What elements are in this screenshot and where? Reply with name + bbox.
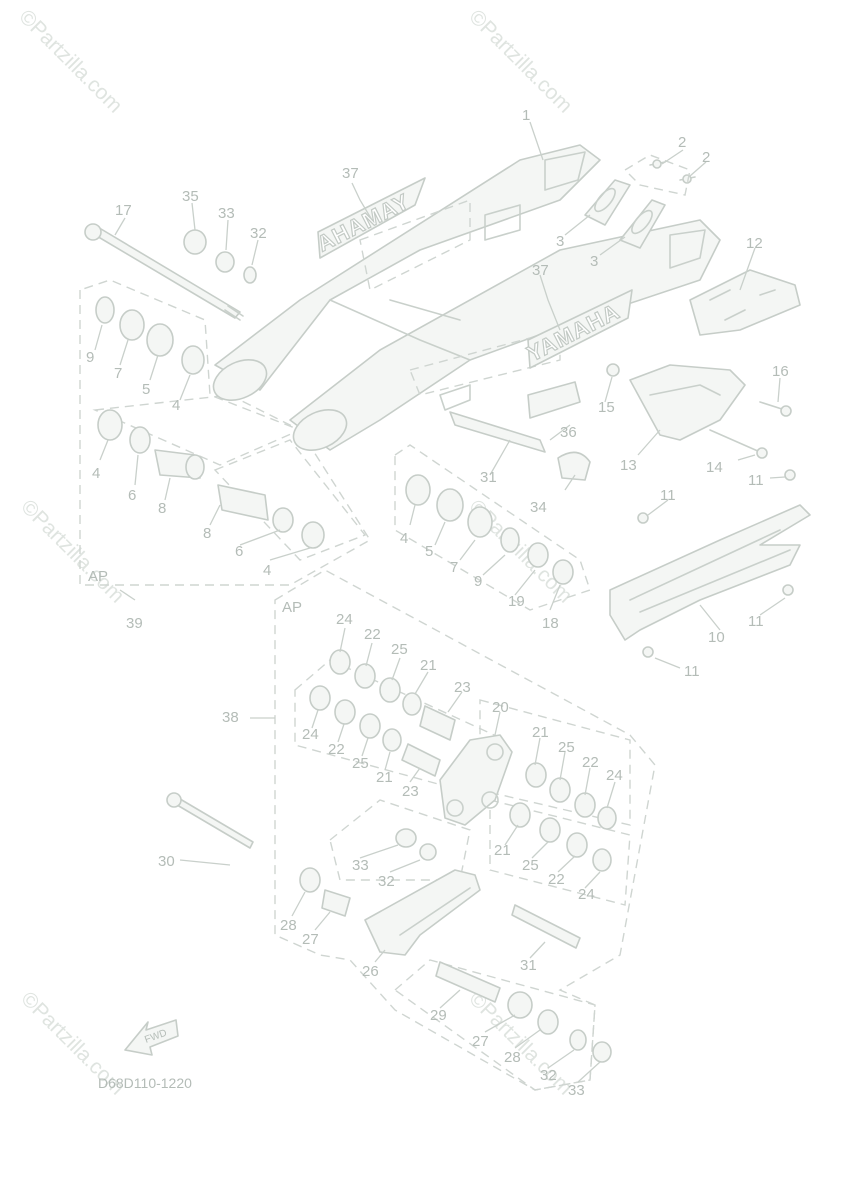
watermark-3: ©Partzilla.com xyxy=(16,495,128,607)
callout-22d: 22 xyxy=(548,871,565,888)
callout-9b: 9 xyxy=(474,573,482,590)
callout-32a: 32 xyxy=(250,225,267,242)
watermark-2: ©Partzilla.com xyxy=(464,5,576,117)
swingarm xyxy=(212,144,721,451)
chain-guide xyxy=(689,269,801,336)
callout-6a: 6 xyxy=(128,487,136,504)
callout-38: 38 xyxy=(222,709,239,726)
callout-25d: 25 xyxy=(522,857,539,874)
connecting-rod xyxy=(299,828,612,1063)
chain-adjusters xyxy=(584,179,666,249)
callout-24c: 24 xyxy=(606,767,623,784)
callout-39: 39 xyxy=(126,615,143,632)
callout-21d: 21 xyxy=(494,842,511,859)
callout-27b: 27 xyxy=(472,1033,489,1050)
bolts-2 xyxy=(623,154,696,196)
callout-21a: 21 xyxy=(420,657,437,674)
callout-15: 15 xyxy=(598,399,615,416)
callout-35: 35 xyxy=(182,188,199,205)
diagram-code: D68D110-1220 xyxy=(98,1075,192,1091)
callout-4b: 4 xyxy=(92,465,100,482)
callout-23b: 23 xyxy=(402,783,419,800)
callout-24d: 24 xyxy=(578,886,595,903)
callout-33c: 33 xyxy=(568,1082,585,1099)
callout-37b: 37 xyxy=(532,262,549,279)
callout-34: 34 xyxy=(530,499,547,516)
callout-2b: 2 xyxy=(702,149,710,166)
callout-4c: 4 xyxy=(263,562,271,579)
callout-6b: 6 xyxy=(235,543,243,560)
callout-1: 1 xyxy=(522,107,530,124)
callout-31a: 31 xyxy=(480,469,497,486)
callout-11b: 11 xyxy=(748,472,764,489)
callout-25c: 25 xyxy=(558,739,575,756)
callout-5b: 5 xyxy=(425,543,433,560)
left-pivot-parts xyxy=(95,229,325,549)
callout-7a: 7 xyxy=(114,365,122,382)
callout-32c: 32 xyxy=(540,1067,557,1084)
callout-8b: 8 xyxy=(203,525,211,542)
callout-3b: 3 xyxy=(590,253,598,270)
callout-29: 29 xyxy=(430,1007,447,1024)
callout-18: 18 xyxy=(542,615,559,632)
callout-4a: 4 xyxy=(172,397,180,414)
callout-21b: 21 xyxy=(376,769,393,786)
bolt-30 xyxy=(166,792,254,849)
callout-12: 12 xyxy=(746,235,763,252)
callout-20: 20 xyxy=(492,699,509,716)
callout-24b: 24 xyxy=(302,726,319,743)
callout-3a: 3 xyxy=(556,233,564,250)
chain-guide-plate xyxy=(629,364,746,441)
callout-24a: 24 xyxy=(336,611,353,628)
ap-label-linkage: AP xyxy=(282,599,302,616)
callout-numbers: 1 2 2 3 3 4 4 4 4 5 5 6 6 7 7 8 8 9 9 10… xyxy=(86,107,789,1099)
callout-31b: 31 xyxy=(520,957,537,974)
callout-13: 13 xyxy=(620,457,637,474)
callout-8a: 8 xyxy=(158,500,166,517)
callout-2a: 2 xyxy=(678,134,686,151)
chain-slider xyxy=(609,469,811,658)
right-pivot-parts xyxy=(405,381,591,585)
callout-23a: 23 xyxy=(454,679,471,696)
callout-27a: 27 xyxy=(302,931,319,948)
callout-21c: 21 xyxy=(532,724,549,741)
callout-22b: 22 xyxy=(328,741,345,758)
callout-11c: 11 xyxy=(748,613,764,630)
callout-33a: 33 xyxy=(218,205,235,222)
watermark-1: ©Partzilla.com xyxy=(14,5,126,117)
callout-11d: 11 xyxy=(684,663,700,680)
callout-4d: 4 xyxy=(400,530,408,547)
callout-16: 16 xyxy=(772,363,789,380)
small-bolts xyxy=(606,363,792,459)
ap-label-left: AP xyxy=(88,568,108,585)
callout-11a: 11 xyxy=(660,487,676,504)
callout-32b: 32 xyxy=(378,873,395,890)
callout-10: 10 xyxy=(708,629,725,646)
callout-36: 36 xyxy=(560,424,577,441)
callout-17: 17 xyxy=(115,202,132,219)
callout-28b: 28 xyxy=(504,1049,521,1066)
callout-25a: 25 xyxy=(391,641,408,658)
callout-14: 14 xyxy=(706,459,723,476)
pivot-shaft xyxy=(84,223,244,321)
callout-26: 26 xyxy=(362,963,379,980)
fwd-arrow-icon: FWD xyxy=(124,1019,179,1056)
callout-7b: 7 xyxy=(450,559,458,576)
callout-22c: 22 xyxy=(582,754,599,771)
callout-37a: 37 xyxy=(342,165,359,182)
dashed-group-outlines xyxy=(79,279,656,1091)
callout-22a: 22 xyxy=(364,626,381,643)
relay-arm xyxy=(439,734,513,826)
callout-30: 30 xyxy=(158,853,175,870)
leader-lines xyxy=(94,121,786,1083)
callout-28a: 28 xyxy=(280,917,297,934)
linkage-bearings xyxy=(309,649,617,872)
callout-9a: 9 xyxy=(86,349,94,366)
callout-25b: 25 xyxy=(352,755,369,772)
callout-5a: 5 xyxy=(142,381,150,398)
callout-33b: 33 xyxy=(352,857,369,874)
callout-19: 19 xyxy=(508,593,525,610)
